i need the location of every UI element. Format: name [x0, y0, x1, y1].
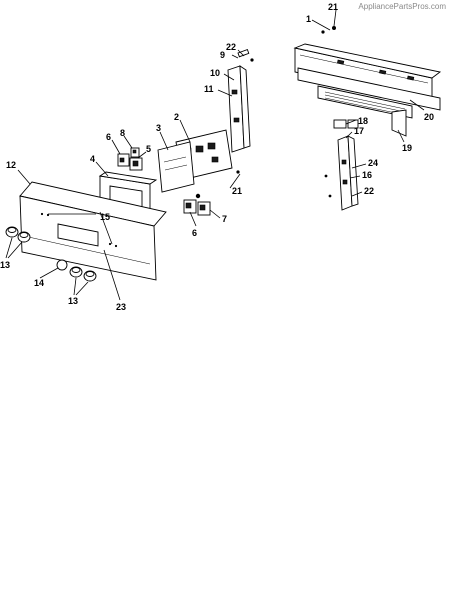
callout-19: 19 — [402, 143, 412, 153]
part-6-switch-upper — [117, 153, 130, 167]
callout-13: 13 — [68, 296, 78, 306]
callout-6: 6 — [106, 132, 111, 142]
part-7-switch — [197, 201, 211, 216]
callout-21: 21 — [328, 2, 338, 12]
part-14-knob — [56, 259, 68, 271]
part-5-switch — [129, 157, 143, 171]
part-6-switch-lower — [183, 199, 197, 214]
part-20-vent-panel — [297, 67, 441, 137]
watermark: AppliancePartsPros.com — [358, 2, 446, 11]
callout-21: 21 — [232, 186, 242, 196]
part-10-bracket — [227, 49, 254, 153]
callout-7: 7 — [222, 214, 227, 224]
callout-17: 17 — [354, 126, 364, 136]
callout-labels: 1 21 22 9 10 11 20 19 2 3 8 6 5 4 12 21 … — [0, 2, 434, 312]
callout-15: 15 — [100, 212, 110, 222]
part-1-rear-panel — [293, 26, 442, 103]
callout-20: 20 — [424, 112, 434, 122]
callout-12: 12 — [6, 160, 16, 170]
callout-22: 22 — [364, 186, 374, 196]
callout-16: 16 — [362, 170, 372, 180]
part-13-knobs-left — [5, 226, 31, 243]
callout-8: 8 — [120, 128, 125, 138]
callout-6: 6 — [192, 228, 197, 238]
callout-24: 24 — [368, 158, 378, 168]
callout-1: 1 — [306, 14, 311, 24]
callout-11: 11 — [204, 84, 214, 94]
callout-9: 9 — [220, 50, 225, 60]
callout-5: 5 — [146, 144, 151, 154]
callout-23: 23 — [116, 302, 126, 312]
callout-22: 22 — [226, 42, 236, 52]
part-13-knobs-bottom — [69, 266, 97, 282]
callout-13: 13 — [0, 260, 10, 270]
part-24-side-bracket — [324, 135, 359, 211]
callout-2: 2 — [174, 112, 179, 122]
callout-10: 10 — [210, 68, 220, 78]
callout-4: 4 — [90, 154, 95, 164]
callout-14: 14 — [34, 278, 44, 288]
callout-18: 18 — [358, 116, 368, 126]
part-3-overlay — [157, 141, 201, 199]
leader-lines — [5, 9, 425, 301]
part-8-switch — [130, 147, 140, 158]
callout-3: 3 — [156, 123, 161, 133]
